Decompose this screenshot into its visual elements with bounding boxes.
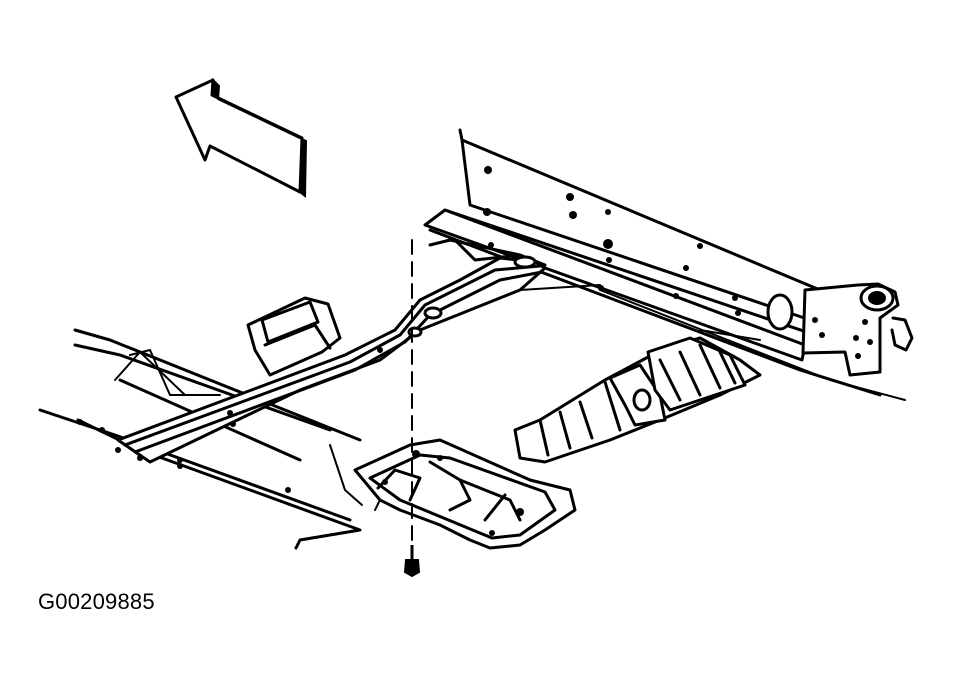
mount-bolt <box>403 239 421 578</box>
front-frame-bracket <box>766 282 914 377</box>
exhaust-catalytic-converter <box>513 336 762 464</box>
transmission-crossmember <box>116 238 547 464</box>
figure-id-label: G00209885 <box>38 589 155 614</box>
left-frame-rail <box>38 328 362 550</box>
crossmember-bracket <box>246 296 342 377</box>
direction-arrow-icon <box>174 77 308 199</box>
frame-details <box>329 284 761 511</box>
transmission-mount <box>353 438 577 550</box>
right-frame-rail <box>423 128 906 401</box>
